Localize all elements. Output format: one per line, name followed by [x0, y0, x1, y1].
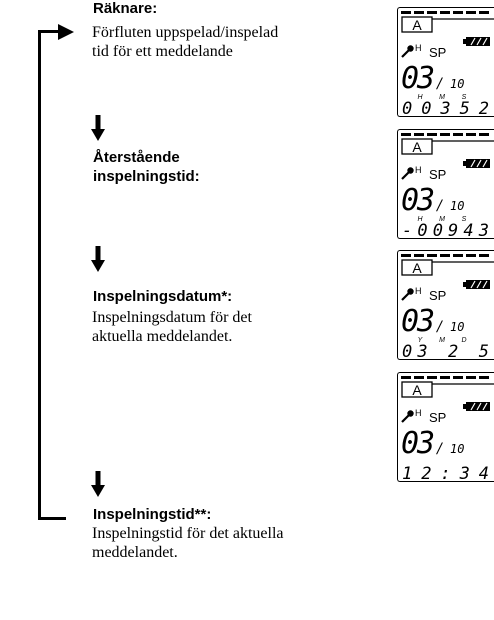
folder-label: A — [412, 260, 422, 276]
loop-bracket-bottom — [38, 517, 66, 520]
folder-indicator-box — [401, 16, 433, 33]
section-desc-counter-line2: tid för ett meddelande — [92, 43, 233, 60]
lcd-segment-bar — [427, 376, 437, 379]
folder-indicator-box — [401, 138, 433, 155]
section-heading-remaining-line1: Återstående — [93, 149, 180, 166]
folder-indicator-box — [401, 259, 433, 276]
section-desc-rec-date-line2: aktuella meddelandet. — [92, 328, 233, 345]
lcd-segment-bar — [427, 133, 437, 136]
message-separator: / — [435, 198, 443, 214]
total-messages: 10 — [450, 77, 464, 91]
unit-label: S — [462, 216, 467, 223]
microphone-icon — [401, 288, 414, 301]
lcd-segment-bar — [453, 254, 463, 257]
battery-icon — [463, 280, 490, 289]
unit-label: M — [439, 216, 445, 223]
microphone-icon — [401, 167, 414, 180]
mode-label: SP — [429, 167, 446, 182]
lcd-segment-bar — [401, 133, 411, 136]
lcd-segment-bar — [427, 254, 437, 257]
lcd-segment-bar — [453, 11, 463, 14]
lcd-segment-bar — [466, 254, 476, 257]
lcd-segment-bar — [479, 11, 489, 14]
lcd-segment-bar — [479, 376, 489, 379]
message-separator: / — [435, 441, 443, 457]
total-messages: 10 — [450, 199, 464, 213]
message-number: 03 — [401, 183, 434, 218]
total-messages: 10 — [450, 442, 464, 456]
mic-sensitivity-label: H — [415, 43, 422, 53]
counter-readout: 03 2 5 — [402, 342, 490, 359]
section-heading-remaining-line2: inspelningstid: — [93, 168, 200, 185]
mic-sensitivity-label: H — [415, 165, 422, 175]
lcd-segment-bar — [479, 254, 489, 257]
lcd-segment-bar — [427, 11, 437, 14]
unit-label: S — [462, 94, 467, 101]
folder-label: A — [412, 139, 422, 155]
mic-sensitivity-label: H — [415, 286, 422, 296]
unit-label: M — [439, 337, 445, 344]
loop-bracket-vertical — [38, 30, 41, 520]
lcd-segment-bar — [440, 11, 450, 14]
message-separator: / — [435, 319, 443, 335]
folder-label: A — [412, 382, 422, 398]
message-number: 03 — [401, 304, 434, 339]
lcd-segment-bar — [414, 11, 424, 14]
message-number: 03 — [401, 61, 434, 96]
unit-label: H — [417, 94, 423, 101]
section-desc-rec-time-line2: meddelandet. — [92, 544, 178, 561]
section-desc-counter-line1: Förfluten uppspelad/inspelad — [92, 24, 279, 41]
lcd-segment-bar — [414, 254, 424, 257]
lcd-segment-bar — [401, 11, 411, 14]
down-arrow-icon — [91, 115, 105, 141]
down-arrow-icon — [91, 471, 105, 497]
lcd-segment-bar — [466, 11, 476, 14]
battery-icon — [463, 37, 490, 46]
unit-label: Y — [418, 337, 424, 344]
lcd-segment-bar — [414, 376, 424, 379]
loop-arrow-icon — [58, 24, 74, 40]
lcd-segment-bar — [440, 254, 450, 257]
battery-icon — [463, 159, 490, 168]
microphone-icon — [401, 45, 414, 58]
lcd-segment-bar — [440, 133, 450, 136]
mic-sensitivity-label: H — [415, 408, 422, 418]
folder-indicator-box — [401, 381, 433, 398]
down-arrow-icon — [91, 246, 105, 272]
lcd-segment-bar — [414, 133, 424, 136]
lcd-segment-bar — [479, 133, 489, 136]
mode-label: SP — [429, 410, 446, 425]
message-separator: / — [435, 76, 443, 92]
lcd-segment-bar — [401, 254, 411, 257]
lcd-segment-bar — [440, 376, 450, 379]
lcd-segment-bar — [401, 376, 411, 379]
section-heading-counter: Räknare: — [93, 0, 158, 17]
counter-readout: 12:34 — [402, 464, 490, 481]
lcd-segment-bar — [453, 133, 463, 136]
microphone-icon — [401, 410, 414, 423]
section-heading-rec-time: Inspelningstid**: — [93, 506, 212, 523]
section-desc-rec-time-line1: Inspelningstid för det aktuella — [92, 525, 284, 542]
battery-icon — [463, 402, 490, 411]
total-messages: 10 — [450, 320, 464, 334]
lcd-segment-bar — [453, 376, 463, 379]
section-heading-rec-date: Inspelningsdatum*: — [93, 288, 233, 305]
mode-label: SP — [429, 288, 446, 303]
unit-label: D — [461, 337, 466, 344]
counter-readout: 00352 — [402, 99, 490, 116]
lcd-segment-bar — [466, 376, 476, 379]
counter-readout: -00943 — [402, 221, 490, 238]
mode-label: SP — [429, 45, 446, 60]
message-number: 03 — [401, 426, 434, 461]
folder-label: A — [412, 17, 422, 33]
loop-bracket-top — [38, 30, 62, 33]
section-desc-rec-date-line1: Inspelningsdatum för det — [92, 309, 252, 326]
unit-label: H — [417, 216, 423, 223]
unit-label: M — [439, 94, 445, 101]
lcd-segment-bar — [466, 133, 476, 136]
